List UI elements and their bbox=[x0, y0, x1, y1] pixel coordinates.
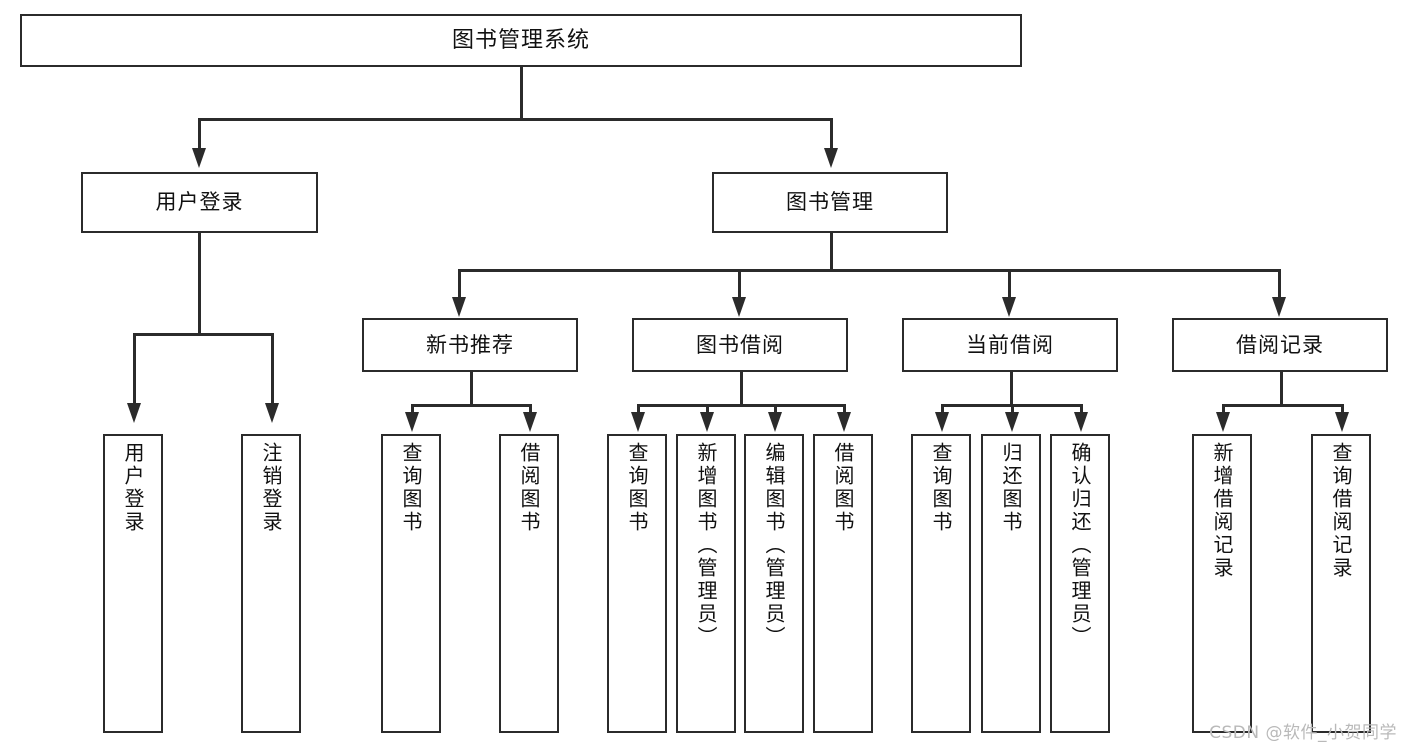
connector-book-borrow-to-leaf-3 bbox=[774, 404, 777, 416]
connector-new-book-to-leaf-2 bbox=[529, 404, 532, 416]
connector-book-borrow-to-leaf-1 bbox=[637, 404, 640, 416]
leaf-borrow-record-query-record[interactable]: 查询借阅记录 bbox=[1311, 434, 1371, 733]
leaf-book-borrow-add-book-admin[interactable]: 新增图书（管理员） bbox=[676, 434, 736, 733]
connector-borrow-record-stem bbox=[1280, 372, 1283, 406]
connector-borrow-record-to-leaf-2 bbox=[1341, 404, 1344, 416]
node-new-book-recommend[interactable]: 新书推荐 bbox=[362, 318, 578, 372]
connector-book-mgmt-to-book-borrow bbox=[738, 269, 741, 299]
leaf-user-login-logout[interactable]: 注销登录 bbox=[241, 434, 301, 733]
node-borrow-record[interactable]: 借阅记录 bbox=[1172, 318, 1388, 372]
arrowhead-book-mgmt-current-borrow bbox=[1002, 297, 1016, 317]
node-label: 图书借阅 bbox=[696, 332, 784, 357]
connector-user-login-to-leaf-1 bbox=[133, 333, 136, 405]
arrowhead-user-login-leaf-1 bbox=[127, 403, 141, 423]
connector-root-to-user-login bbox=[198, 118, 201, 150]
connector-user-login-bus bbox=[133, 333, 271, 336]
arrowhead-root-to-book-mgmt bbox=[824, 148, 838, 168]
connector-book-mgmt-to-new-book bbox=[458, 269, 461, 299]
connector-book-borrow-bus bbox=[637, 404, 845, 407]
connector-book-borrow-stem bbox=[740, 372, 743, 406]
node-label: 归还图书 bbox=[999, 442, 1023, 534]
leaf-new-book-borrow-books[interactable]: 借阅图书 bbox=[499, 434, 559, 733]
node-current-borrow[interactable]: 当前借阅 bbox=[902, 318, 1118, 372]
connector-borrow-record-to-leaf-1 bbox=[1222, 404, 1225, 416]
node-label: 新书推荐 bbox=[426, 332, 514, 357]
arrowhead-book-borrow-leaf-2 bbox=[700, 412, 714, 432]
node-label: 查询图书 bbox=[625, 442, 649, 534]
arrowhead-book-mgmt-book-borrow bbox=[732, 297, 746, 317]
leaf-borrow-record-add-record[interactable]: 新增借阅记录 bbox=[1192, 434, 1252, 733]
arrowhead-book-mgmt-new-book bbox=[452, 297, 466, 317]
connector-new-book-bus bbox=[411, 404, 529, 407]
connector-borrow-record-bus bbox=[1222, 404, 1341, 407]
connector-book-borrow-to-leaf-4 bbox=[843, 404, 846, 416]
node-label: 新增借阅记录 bbox=[1210, 442, 1234, 580]
node-label: 查询图书 bbox=[399, 442, 423, 534]
connector-user-login-to-leaf-2 bbox=[271, 333, 274, 405]
arrowhead-current-borrow-leaf-3 bbox=[1074, 412, 1088, 432]
node-label: 注销登录 bbox=[259, 442, 283, 534]
node-label: 借阅图书 bbox=[831, 442, 855, 534]
connector-root-to-book-mgmt bbox=[830, 118, 833, 150]
connector-new-book-stem bbox=[470, 372, 473, 406]
node-label: 新增图书（管理员） bbox=[694, 442, 718, 649]
node-book-management[interactable]: 图书管理 bbox=[712, 172, 948, 233]
arrowhead-book-borrow-leaf-3 bbox=[768, 412, 782, 432]
leaf-book-borrow-borrow-books[interactable]: 借阅图书 bbox=[813, 434, 873, 733]
node-label: 图书管理系统 bbox=[451, 27, 590, 53]
leaf-user-login-login[interactable]: 用户登录 bbox=[103, 434, 163, 733]
leaf-book-borrow-edit-book-admin[interactable]: 编辑图书（管理员） bbox=[744, 434, 804, 733]
node-label: 查询借阅记录 bbox=[1329, 442, 1353, 580]
leaf-book-borrow-query-books[interactable]: 查询图书 bbox=[607, 434, 667, 733]
arrowhead-current-borrow-leaf-2 bbox=[1005, 412, 1019, 432]
connector-current-borrow-to-leaf-3 bbox=[1080, 404, 1083, 416]
connector-user-login-stem bbox=[198, 233, 201, 335]
node-label: 图书管理 bbox=[786, 190, 874, 215]
arrowhead-book-borrow-leaf-1 bbox=[631, 412, 645, 432]
leaf-current-borrow-query-books[interactable]: 查询图书 bbox=[911, 434, 971, 733]
arrowhead-borrow-record-leaf-1 bbox=[1216, 412, 1230, 432]
leaf-current-borrow-return-books[interactable]: 归还图书 bbox=[981, 434, 1041, 733]
node-label: 当前借阅 bbox=[966, 332, 1054, 357]
connector-book-mgmt-to-current-borrow bbox=[1008, 269, 1011, 299]
connector-root-stem bbox=[520, 67, 523, 120]
connector-current-borrow-bus bbox=[941, 404, 1080, 407]
arrowhead-new-book-leaf-1 bbox=[405, 412, 419, 432]
node-label: 借阅图书 bbox=[517, 442, 541, 534]
arrowhead-root-to-user-login bbox=[192, 148, 206, 168]
connector-root-bus bbox=[198, 118, 832, 121]
connector-new-book-to-leaf-1 bbox=[411, 404, 414, 416]
arrowhead-user-login-leaf-2 bbox=[265, 403, 279, 423]
leaf-new-book-query-books[interactable]: 查询图书 bbox=[381, 434, 441, 733]
node-label: 借阅记录 bbox=[1236, 332, 1324, 357]
arrowhead-book-borrow-leaf-4 bbox=[837, 412, 851, 432]
arrowhead-new-book-leaf-2 bbox=[523, 412, 537, 432]
node-label: 确认归还（管理员） bbox=[1068, 442, 1092, 649]
node-label: 编辑图书（管理员） bbox=[762, 442, 786, 649]
watermark-text: CSDN @软件_小贺同学 bbox=[1209, 723, 1397, 743]
node-user-login[interactable]: 用户登录 bbox=[81, 172, 318, 233]
node-label: 用户登录 bbox=[121, 442, 145, 534]
node-book-borrow[interactable]: 图书借阅 bbox=[632, 318, 848, 372]
leaf-current-borrow-confirm-return-admin[interactable]: 确认归还（管理员） bbox=[1050, 434, 1110, 733]
connector-current-borrow-stem bbox=[1010, 372, 1013, 406]
connector-book-mgmt-bus bbox=[458, 269, 1280, 272]
connector-current-borrow-to-leaf-2 bbox=[1011, 404, 1014, 416]
connector-book-mgmt-stem bbox=[830, 233, 833, 271]
arrowhead-book-mgmt-borrow-record bbox=[1272, 297, 1286, 317]
connector-book-mgmt-to-borrow-record bbox=[1278, 269, 1281, 299]
connector-current-borrow-to-leaf-1 bbox=[941, 404, 944, 416]
arrowhead-current-borrow-leaf-1 bbox=[935, 412, 949, 432]
arrowhead-borrow-record-leaf-2 bbox=[1335, 412, 1349, 432]
node-root-system[interactable]: 图书管理系统 bbox=[20, 14, 1022, 67]
connector-book-borrow-to-leaf-2 bbox=[706, 404, 709, 416]
node-label: 查询图书 bbox=[929, 442, 953, 534]
node-label: 用户登录 bbox=[155, 190, 244, 215]
